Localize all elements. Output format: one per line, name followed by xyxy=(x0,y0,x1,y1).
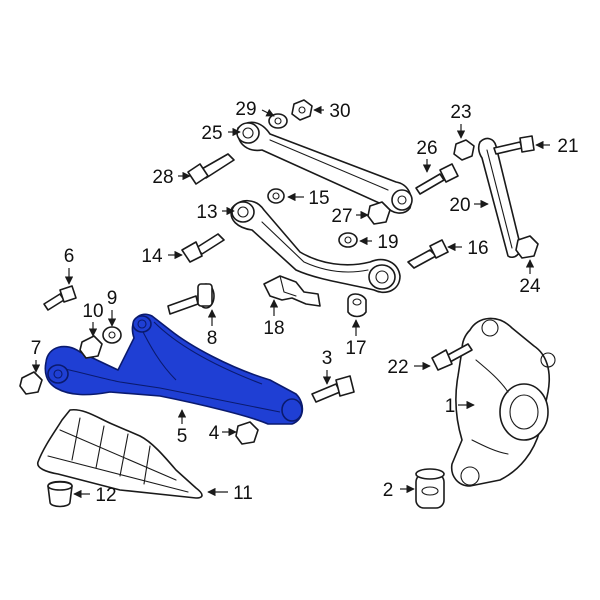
bolt-16 xyxy=(407,239,449,269)
callout-26: 26 xyxy=(416,138,437,159)
nut-15 xyxy=(267,188,285,204)
lower-control-arm-5 xyxy=(44,313,304,425)
callout-25: 25 xyxy=(201,123,222,144)
callout-11: 11 xyxy=(233,483,253,504)
bolt-21 xyxy=(493,135,535,155)
callout-labels: 29 30 25 28 23 21 26 15 13 20 27 19 14 1… xyxy=(31,99,579,506)
bolt-26 xyxy=(415,163,459,195)
callout-22: 22 xyxy=(387,357,408,378)
callout-2: 2 xyxy=(383,480,394,501)
lower-link-13 xyxy=(230,199,401,294)
callout-10: 10 xyxy=(82,301,103,322)
nut-24 xyxy=(515,235,539,259)
callout-15: 15 xyxy=(308,188,329,209)
callout-3: 3 xyxy=(322,348,333,369)
toe-link-20 xyxy=(477,137,522,259)
bolt-14 xyxy=(181,233,225,263)
bracket-18 xyxy=(263,275,321,307)
callout-28: 28 xyxy=(152,167,173,188)
callout-23: 23 xyxy=(450,102,471,123)
bolt-8 xyxy=(167,283,215,315)
callout-16: 16 xyxy=(467,238,488,259)
grommet-12 xyxy=(47,480,73,508)
callout-20: 20 xyxy=(449,195,470,216)
knuckle-1 xyxy=(450,317,556,487)
washer-9 xyxy=(102,326,122,344)
callout-21: 21 xyxy=(557,136,578,157)
nut-7 xyxy=(19,371,43,395)
upper-link-25 xyxy=(236,121,413,214)
nut-23 xyxy=(453,139,475,161)
callout-12: 12 xyxy=(95,485,116,506)
callout-27: 27 xyxy=(331,206,352,227)
callout-6: 6 xyxy=(64,246,75,267)
bolt-6 xyxy=(43,285,77,311)
nut-10 xyxy=(79,335,103,359)
clip-17 xyxy=(347,293,367,318)
bolt-3 xyxy=(311,375,355,403)
nut-4 xyxy=(235,421,259,445)
callout-19: 19 xyxy=(377,232,398,253)
washer-29 xyxy=(268,113,288,129)
bolt-28 xyxy=(187,153,235,185)
callout-24: 24 xyxy=(519,276,541,297)
callout-18: 18 xyxy=(263,318,284,339)
callout-14: 14 xyxy=(141,246,163,267)
callout-29: 29 xyxy=(235,99,256,120)
callout-8: 8 xyxy=(207,328,218,349)
washer-19 xyxy=(338,232,358,248)
leader-lines xyxy=(31,105,550,499)
callout-4: 4 xyxy=(209,423,220,444)
callout-9: 9 xyxy=(107,288,118,309)
callout-7: 7 xyxy=(31,338,42,359)
callout-17: 17 xyxy=(345,338,366,359)
splash-shield-11 xyxy=(36,408,203,499)
nut-30 xyxy=(291,99,313,121)
bushing-2 xyxy=(415,468,445,509)
callout-13: 13 xyxy=(196,202,217,223)
callout-1: 1 xyxy=(445,396,456,417)
callout-5: 5 xyxy=(177,426,188,447)
bolt-22 xyxy=(431,343,473,371)
callout-30: 30 xyxy=(329,101,350,122)
